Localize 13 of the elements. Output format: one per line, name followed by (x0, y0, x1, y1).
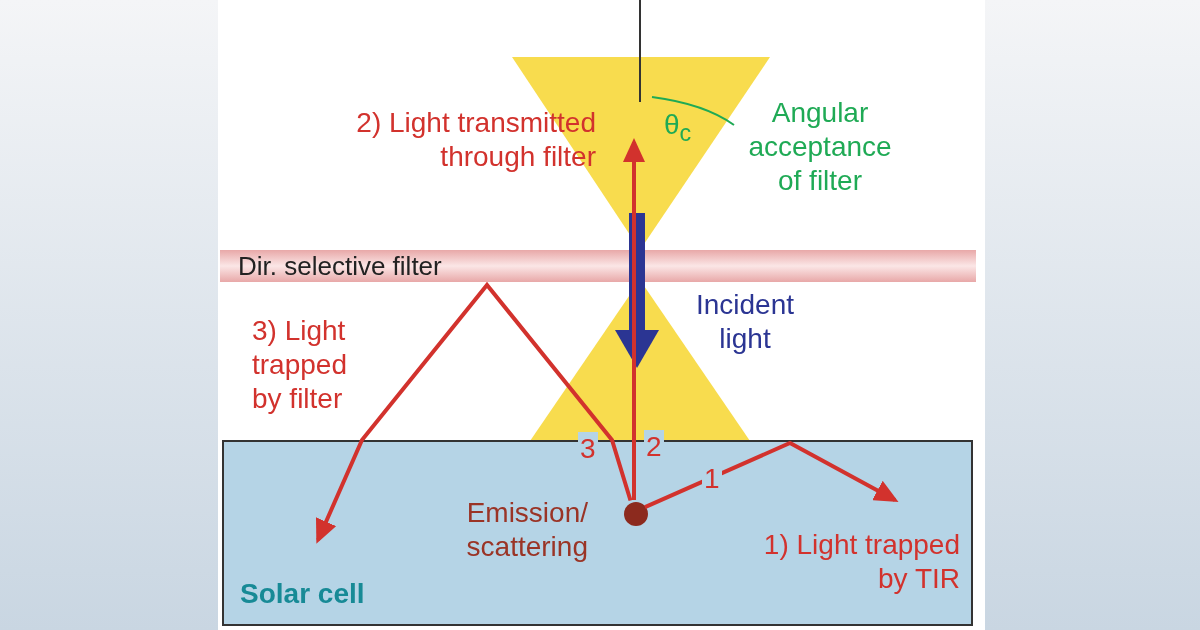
ray-label: 1) Light trapped by TIR (762, 528, 960, 596)
filter-band (220, 250, 976, 282)
ray-label: 3) Light trapped by filter (252, 314, 348, 416)
caption-text: Emission/ scattering (465, 496, 588, 564)
ray-arrow (644, 440, 899, 509)
emission-dot (624, 502, 648, 526)
label: Solar cell (240, 578, 365, 610)
cone-label: Angular acceptance of filter (747, 96, 893, 198)
incident-label: Incident light (694, 288, 796, 356)
angle-label: θ$_{c}$ (664, 108, 693, 148)
label: Dir. selective filter (238, 250, 442, 282)
ray-arrow (623, 138, 645, 500)
ray-arrow (316, 281, 633, 544)
